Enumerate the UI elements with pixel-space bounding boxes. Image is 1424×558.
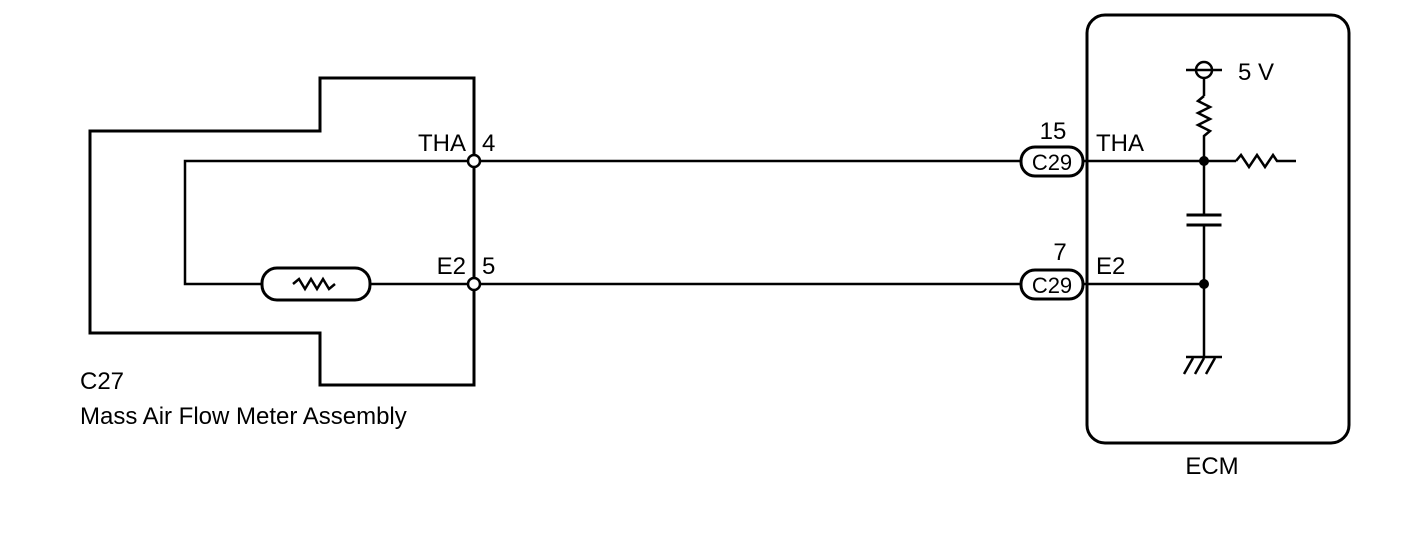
ecm-pin-15-label: 15 (1040, 118, 1067, 145)
mafm-component-name: Mass Air Flow Meter Assembly (80, 403, 407, 430)
ecm-box (1085, 13, 1351, 445)
ecm-pin-7-label: 7 (1053, 239, 1066, 266)
mafm-internal-wire (183, 159, 474, 286)
supply-voltage-label: 5 V (1238, 59, 1274, 86)
junction-dot-e2 (1199, 279, 1209, 289)
mafm-pin-5-label: 5 (482, 253, 495, 280)
mafm-connector-id: C27 (80, 368, 124, 395)
ecm-signal-tha-label: THA (1096, 130, 1144, 157)
connector-id-label: C29 (1032, 150, 1072, 175)
ecm-5v-supply: 5 V (1186, 59, 1274, 86)
mafm-pin-4-label: 4 (482, 130, 495, 157)
ground-icon (1182, 355, 1222, 375)
ecm-output-resistor-icon (1235, 152, 1296, 170)
mafm-signal-e2-label: E2 (437, 253, 466, 280)
connector-id-label: C29 (1032, 273, 1072, 298)
junction-dot-tha (1199, 156, 1209, 166)
mafm-terminal-4-node (466, 153, 482, 169)
sensor-resistor-icon (292, 276, 336, 292)
ecm-signal-e2-label: E2 (1096, 253, 1125, 280)
intake-air-temp-sensor (260, 266, 372, 302)
mafm-housing-outline (88, 76, 476, 387)
ecm-label: ECM (1185, 453, 1238, 480)
ecm-connector-e2: C29 (1019, 268, 1085, 301)
sensor-body (260, 266, 372, 302)
ecm-pullup-resistor-icon (1195, 95, 1213, 161)
mafm-signal-tha-label: THA (418, 130, 466, 157)
mafm-terminal-5-node (466, 276, 482, 292)
ecm-connector-tha: C29 (1019, 145, 1085, 178)
